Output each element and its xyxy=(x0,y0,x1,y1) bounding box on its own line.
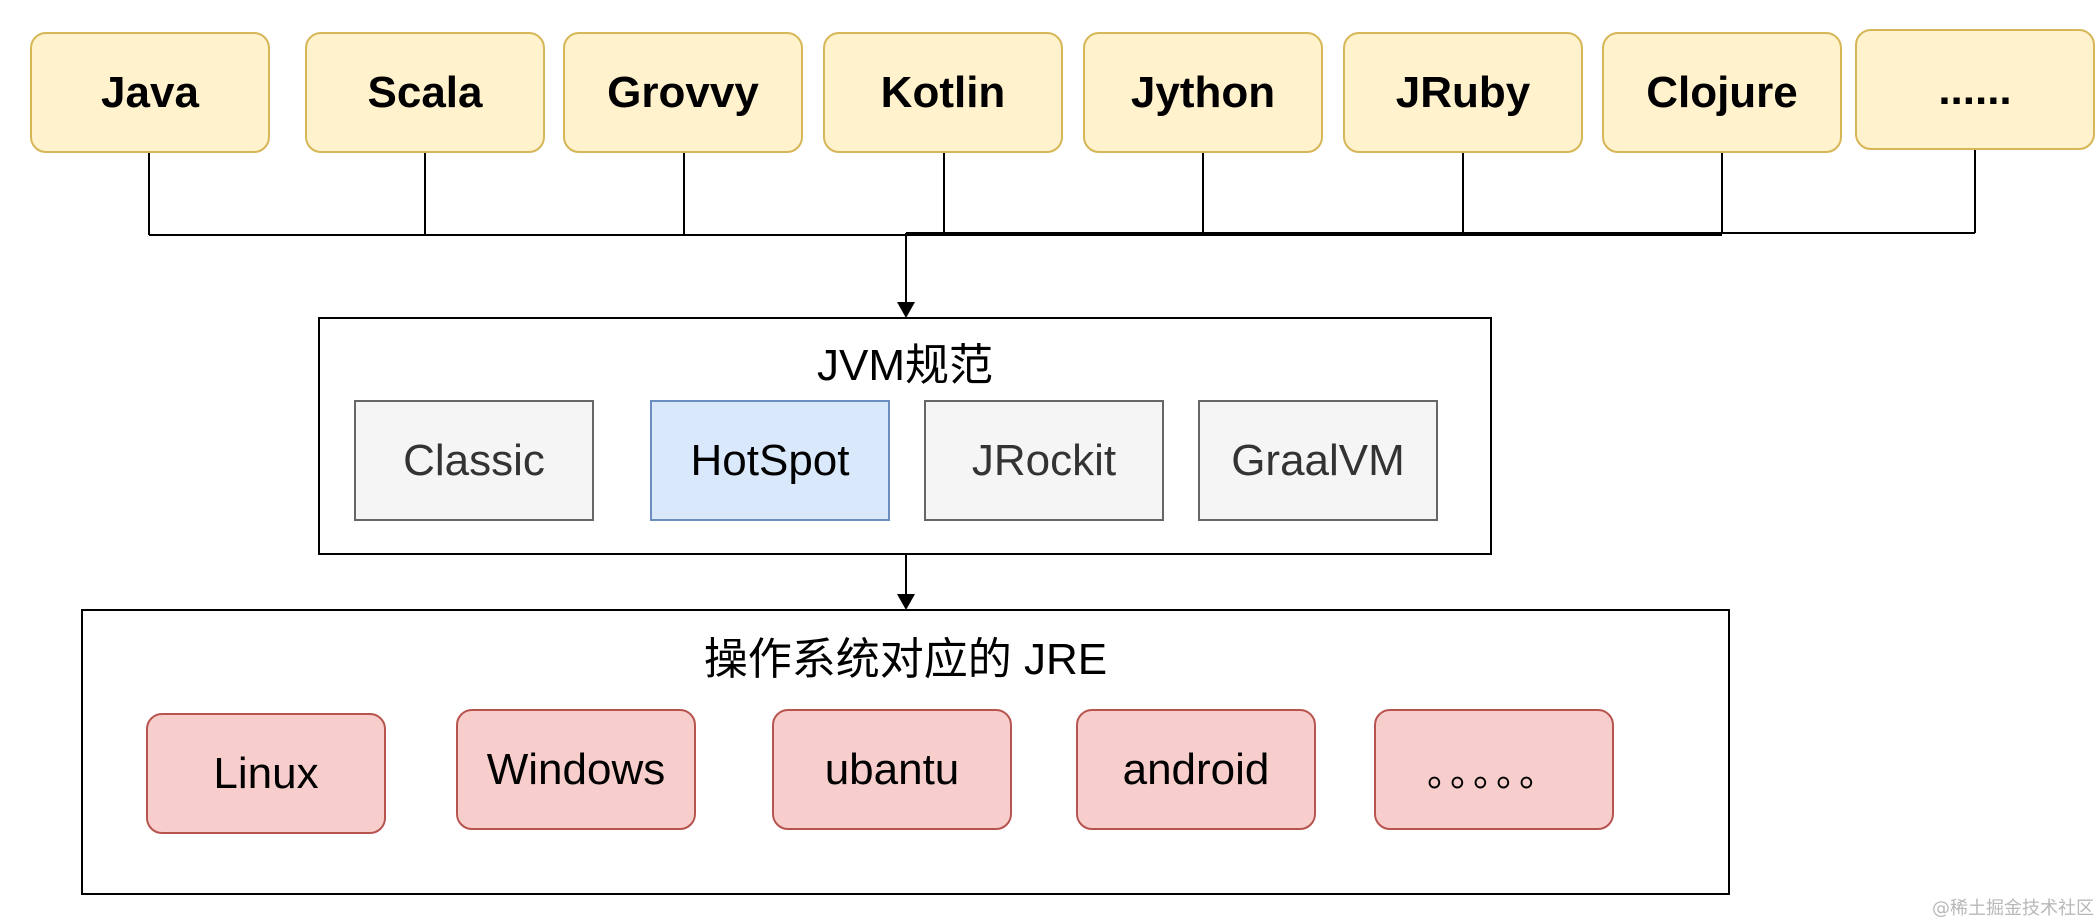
language-kotlin: Kotlin xyxy=(823,32,1063,153)
language-grovvy: Grovvy xyxy=(563,32,803,153)
arrow-head-to-jvm xyxy=(897,302,915,318)
vm-jrockit: JRockit xyxy=(924,400,1164,521)
os-linux: Linux xyxy=(146,713,386,834)
os-android: android xyxy=(1076,709,1316,830)
os-ubantu: ubantu xyxy=(772,709,1012,830)
os-more: 。。。。。 xyxy=(1374,709,1614,830)
language-clojure: Clojure xyxy=(1602,32,1842,153)
language-jruby: JRuby xyxy=(1343,32,1583,153)
os-jre-title: 操作系统对应的 JRE xyxy=(703,635,1108,684)
language-jython: Jython xyxy=(1083,32,1323,153)
language-more: ...... xyxy=(1855,29,2095,150)
os-windows: Windows xyxy=(456,709,696,830)
language-java: Java xyxy=(30,32,270,153)
vm-graalvm: GraalVM xyxy=(1198,400,1438,521)
vm-classic: Classic xyxy=(354,400,594,521)
language-scala: Scala xyxy=(305,32,545,153)
arrow-head-to-jre xyxy=(897,594,915,610)
watermark: @稀土掘金技术社区 xyxy=(1932,898,2094,919)
vm-hotspot: HotSpot xyxy=(650,400,890,521)
jvm-spec-title: JVM规范 xyxy=(817,341,993,390)
